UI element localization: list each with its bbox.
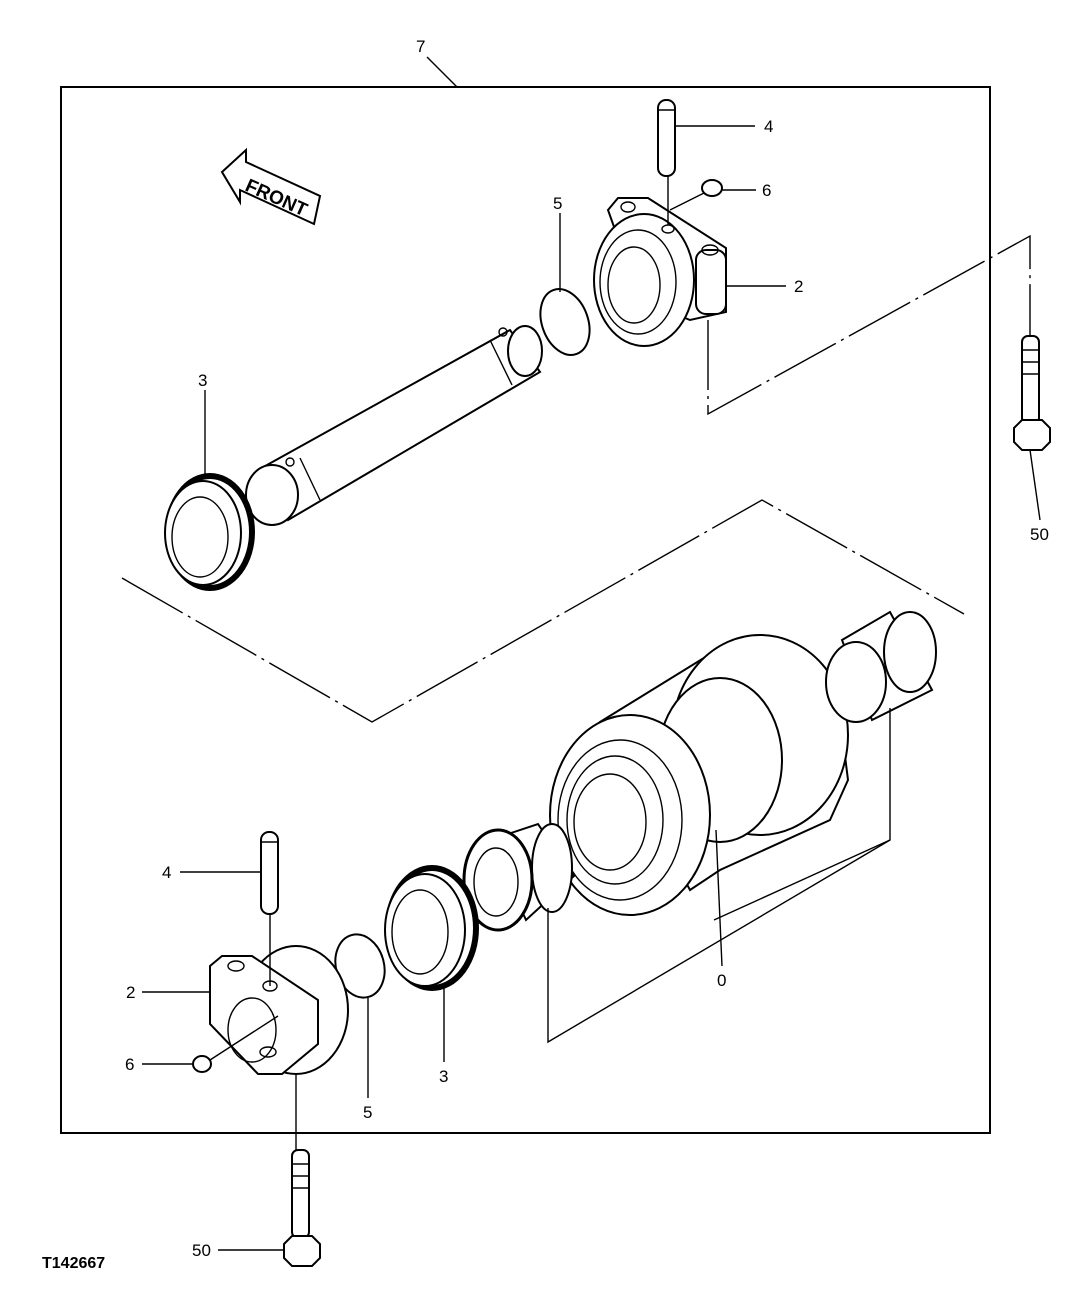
lower-plug [192,1015,279,1073]
callout-roller: 0 [717,971,726,990]
upper-alignment-line [707,234,1031,416]
roller-leader [715,829,723,967]
callout-upper-bracket: 2 [794,277,803,296]
middle-alignment-line [121,499,965,723]
callout-lower-bracket: 2 [126,983,135,1002]
lower-bracket [209,945,349,1075]
upper-plug [669,179,723,211]
left-bushing-bracket [547,839,891,1044]
callout-lower-oring: 5 [363,1103,372,1122]
assembly-leader [426,56,458,88]
reference-id: T142667 [42,1255,105,1272]
lower-pin [260,831,279,915]
upper-seal [164,473,255,591]
callout-lower-bolt: 50 [192,1241,211,1260]
lower-seal [384,865,479,991]
left-bushing [462,822,576,932]
callout-upper-plug: 6 [762,181,771,200]
upper-bolt-leader [1029,449,1041,521]
upper-bolt [1013,335,1051,451]
callout-upper-seal: 3 [198,371,207,390]
upper-bracket [593,197,727,347]
assembly-frame [60,86,991,1134]
callout-lower-seal: 3 [439,1067,448,1086]
callout-assembly: 7 [416,37,425,56]
upper-pin [657,99,676,177]
callout-upper-oring: 5 [553,194,562,213]
front-arrow-icon: FRONT [220,147,322,226]
right-bushing [825,610,937,723]
lower-bolt [283,1149,321,1267]
callout-lower-pin: 4 [162,863,171,882]
callout-upper-pin: 4 [764,117,773,136]
upper-oring [539,288,591,356]
callout-lower-plug: 6 [125,1055,134,1074]
track-roller [549,634,850,916]
callout-upper-bolt: 50 [1030,525,1049,544]
shaft [245,325,543,526]
